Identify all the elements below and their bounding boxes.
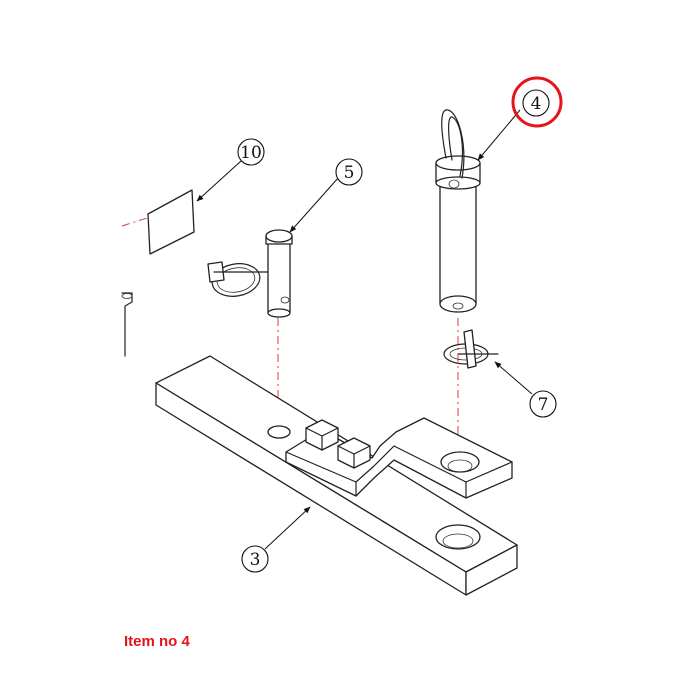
leader-7 (494, 361, 533, 395)
svg-text:5: 5 (344, 163, 355, 183)
svg-text:4: 4 (531, 94, 542, 114)
leader-4 (477, 109, 521, 161)
callout-3[interactable]: 3 (241, 545, 269, 573)
item-caption: Item no 4 (124, 633, 190, 650)
part-7-snap-pin (443, 329, 499, 369)
svg-text:7: 7 (538, 395, 549, 415)
callout-5[interactable]: 5 (335, 158, 363, 186)
bolt-front (337, 437, 371, 469)
part-10-label-plate (147, 189, 195, 255)
centerline-part-10 (121, 216, 151, 227)
callout-7[interactable]: 7 (529, 390, 557, 418)
callout-10[interactable]: 10 (237, 138, 265, 166)
callout-4[interactable]: 4 (511, 76, 563, 128)
leader-3 (264, 506, 311, 550)
bracket-hole (440, 451, 480, 473)
svg-text:3: 3 (250, 550, 261, 570)
leader-10 (196, 160, 242, 202)
offset-bracket (285, 417, 513, 499)
svg-text:10: 10 (240, 143, 262, 163)
linch-pin-part-5 (207, 261, 269, 297)
partial-part-left-edge (121, 292, 133, 357)
highlight-ring (511, 76, 563, 128)
part-4-hitch-pin (435, 109, 481, 313)
part-5-clevis-pin (265, 229, 293, 318)
leader-5 (289, 176, 340, 233)
bolt-rear (305, 419, 339, 451)
bar-hole-front (435, 524, 481, 550)
bar-hole-rear (267, 425, 291, 439)
